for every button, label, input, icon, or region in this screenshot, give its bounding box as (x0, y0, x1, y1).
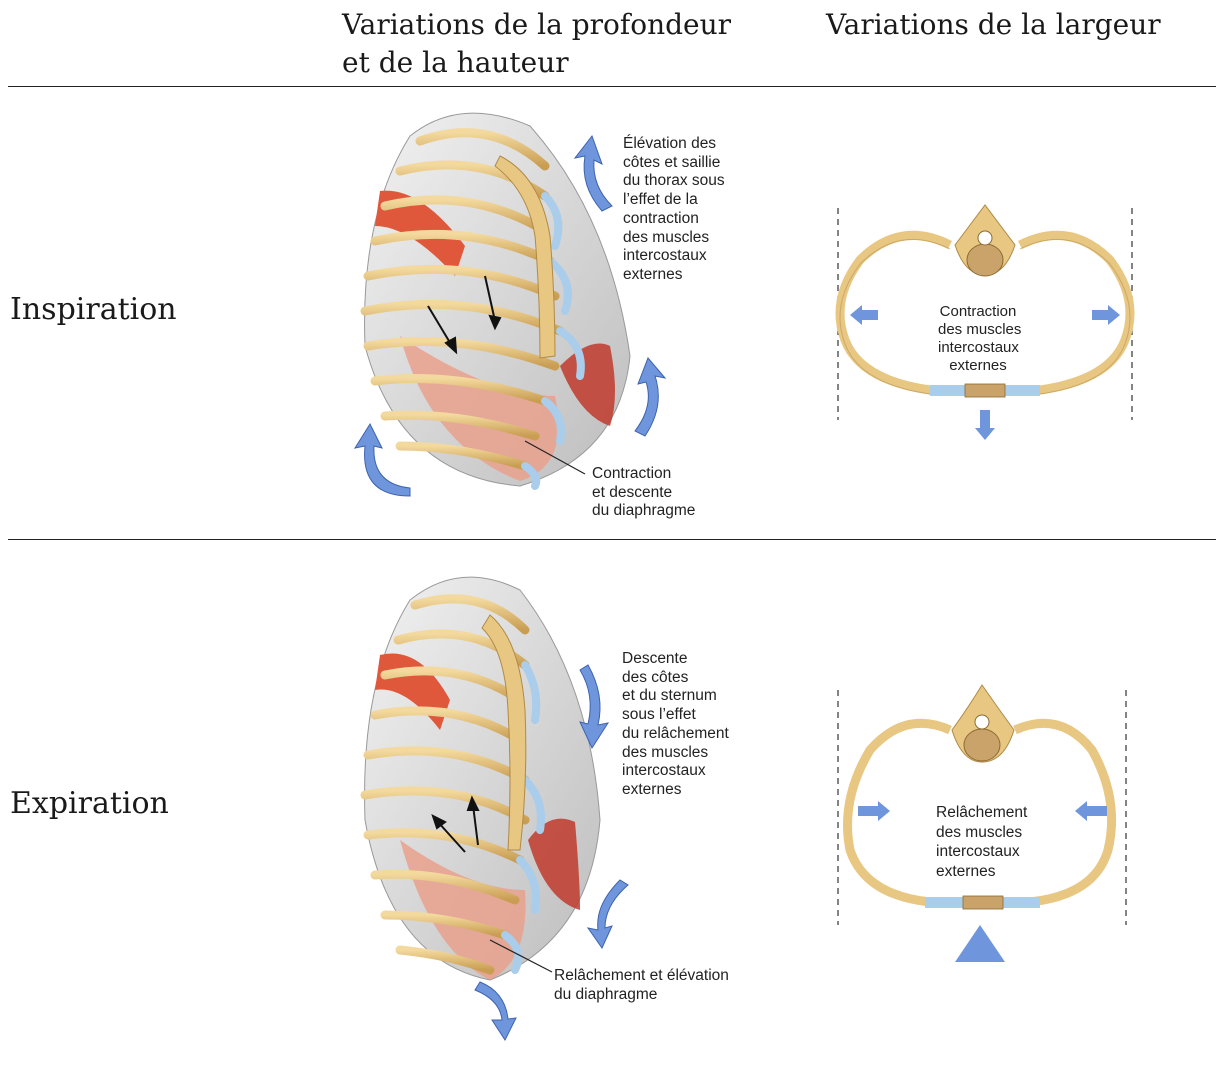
arrow-down-curved-icon (588, 880, 628, 948)
caption-expiration-ribs: Descente des côtes et du sternum sous l’… (622, 650, 729, 800)
caption-expiration-diaphragm: Relâchement et élévation du diaphragme (554, 967, 729, 1004)
arrow-down-curved-icon (475, 982, 516, 1040)
arrow-left-icon (1075, 801, 1107, 821)
column-header-depth-height: Variations de la profondeur et de la hau… (342, 6, 731, 82)
caption-inspiration-diaphragm: Contraction et descente du diaphragme (592, 465, 695, 521)
column-header-width: Variations de la largeur (826, 6, 1161, 44)
arrow-right-icon (1092, 305, 1120, 325)
arrow-up-curved-icon (355, 424, 410, 496)
caption-inspiration-ribs: Élévation des côtes et saillie du thorax… (623, 135, 725, 285)
arrow-up-curved-icon (635, 358, 665, 436)
column-header-depth-height-line2: et de la hauteur (342, 44, 731, 82)
row-label-inspiration: Inspiration (10, 292, 177, 327)
caption-inspiration-section: Contraction des muscles intercostaux ext… (938, 303, 1018, 375)
row-label-expiration: Expiration (10, 786, 169, 821)
caption-expiration-section: Relâchement des muscles intercostaux ext… (936, 803, 1040, 881)
arrow-up-icon (955, 925, 1005, 962)
arrow-right-icon (858, 801, 890, 821)
column-header-depth-height-line1: Variations de la profondeur (342, 6, 731, 44)
row-divider (8, 539, 1216, 540)
arrow-down-icon (975, 410, 995, 440)
arrow-left-icon (850, 305, 878, 325)
header-divider (8, 86, 1216, 87)
